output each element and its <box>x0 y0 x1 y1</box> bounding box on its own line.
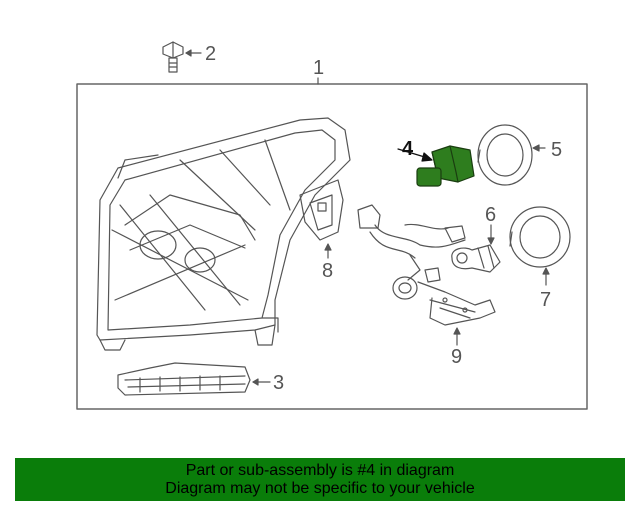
callout-5: 5 <box>551 139 562 161</box>
bulb-part-4-highlighted <box>397 145 475 187</box>
callout-6: 6 <box>485 204 496 226</box>
bulb-part-6 <box>451 224 501 273</box>
control-module-part-8 <box>299 179 344 259</box>
banner-line-2: Diagram may not be specific to your vehi… <box>165 480 475 497</box>
dust-cap-part-5 <box>477 124 546 186</box>
callout-4: 4 <box>402 138 414 160</box>
callout-3: 3 <box>273 372 284 394</box>
bolt-part-2 <box>162 41 202 73</box>
callout-1: 1 <box>313 57 324 79</box>
callout-8: 8 <box>322 260 333 282</box>
callout-2: 2 <box>205 43 216 65</box>
socket-harness-part-9 <box>392 267 496 346</box>
dust-cap-part-7 <box>509 206 571 286</box>
info-banner: Part or sub-assembly is #4 in diagram Di… <box>15 458 625 501</box>
callout-9: 9 <box>451 346 462 368</box>
banner-line-1: Part or sub-assembly is #4 in diagram <box>185 462 455 479</box>
wiring-harness <box>357 204 466 281</box>
lower-trim-part-3 <box>117 362 271 396</box>
headlamp-housing <box>96 117 351 351</box>
assembly-frame <box>76 83 588 410</box>
parts-diagram: 1 2 3 4 5 6 7 8 9 <box>76 41 588 410</box>
callout-7: 7 <box>540 289 551 311</box>
